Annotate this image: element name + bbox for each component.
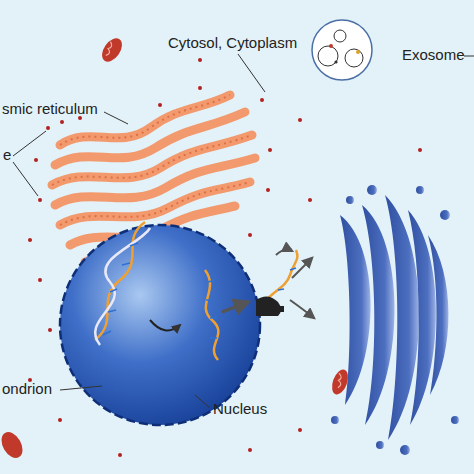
ribosome-dot — [28, 58, 422, 457]
dna-helix — [95, 222, 150, 345]
organelle-label: Nucleus — [213, 400, 267, 418]
callout-label: e — [3, 146, 11, 164]
mitochondrion — [0, 35, 351, 462]
callout-label: ondrion — [2, 380, 52, 398]
exosome-vesicle — [312, 20, 474, 80]
callout-label: smic reticulum — [2, 100, 98, 118]
mrna-strand — [205, 270, 218, 360]
nucleus — [60, 222, 260, 425]
export-arrow — [222, 302, 248, 312]
callout-label: Cytosol, Cytoplasm — [168, 34, 297, 52]
translating-ribosome — [256, 250, 314, 318]
golgi-apparatus — [331, 185, 459, 455]
callout-label: Exosome — [402, 46, 465, 64]
